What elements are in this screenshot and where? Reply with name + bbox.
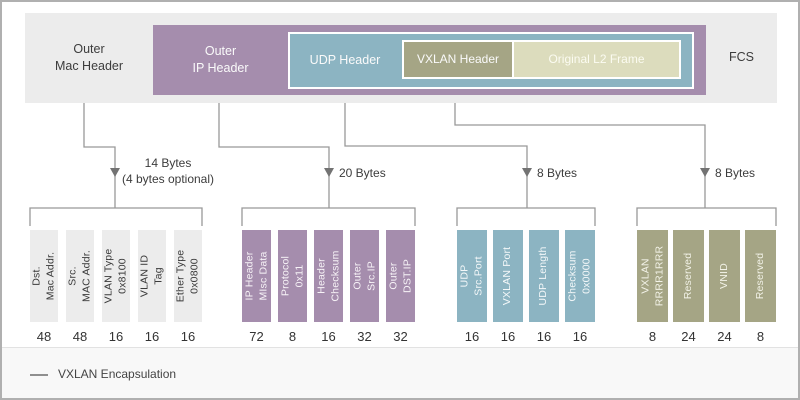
field-bits: 8 [288, 329, 297, 344]
field-bits: 72 [249, 329, 264, 344]
callout-mac-bytes: 14 Bytes (4 bytes optional) [121, 156, 215, 187]
field-bits: 16 [144, 329, 160, 344]
field-label: Outer Src.IP [350, 261, 377, 291]
field-label: VXLAN Port [501, 246, 514, 306]
field-box-vxlan-flags: VXLAN RRRR1RRR [637, 230, 668, 322]
vxlan-header-segment [402, 40, 514, 79]
field-bits: 16 [572, 329, 588, 344]
callout-ip-bytes: 20 Bytes [339, 166, 386, 180]
field-box-vlan-id: VLAN ID Tag [138, 230, 166, 322]
field-label: VLAN Type 0x8100 [102, 248, 128, 304]
field-box-header-checksum: Header Checksum [314, 230, 343, 322]
outer-ip-header-label: Outer IP Header [192, 43, 249, 76]
vxlan-header-label: VXLAN Header [416, 52, 500, 67]
arrow-down-icon [110, 168, 710, 177]
field-bits: 16 [500, 329, 516, 344]
field-bits: 48 [72, 329, 88, 344]
fcs-label: FCS [729, 50, 754, 65]
field-box-udp-src-port: UDP Src.Port [457, 230, 487, 322]
legend-divider [2, 347, 798, 348]
field-label: Outer DST.IP [386, 259, 413, 293]
field-box-udp-checksum: Checksum 0x0000 [565, 230, 595, 322]
field-label: Protocol 0x11 [278, 255, 305, 297]
legend-line-icon [30, 374, 48, 376]
field-label: VNID [717, 263, 730, 289]
field-label: Src. MAC Addr. [66, 250, 92, 302]
field-bits: 8 [648, 329, 657, 344]
field-label: IP Header MIsc Data [242, 251, 269, 301]
field-bits: 48 [36, 329, 52, 344]
field-box-outer-src-ip: Outer Src.IP [350, 230, 379, 322]
field-label: UDP Length [537, 246, 550, 306]
field-box-ether-type: Ether Type 0x0800 [174, 230, 202, 322]
field-label: Header Checksum [314, 250, 341, 302]
field-label: UDP Src.Port [458, 256, 484, 296]
outer-mac-header-label: Outer Mac Header [54, 41, 124, 74]
original-l2-frame-segment [512, 40, 681, 79]
field-box-dst-mac: Dst. Mac Addr. [30, 230, 58, 322]
field-box-reserved-1: Reserved [673, 230, 704, 322]
field-bits: 16 [464, 329, 480, 344]
field-bits: 16 [321, 329, 336, 344]
field-box-udp-length: UDP Length [529, 230, 559, 322]
field-bits: 16 [536, 329, 552, 344]
field-box-src-mac: Src. MAC Addr. [66, 230, 94, 322]
callout-vxlan-bytes: 8 Bytes [715, 166, 756, 180]
field-label: VLAN ID Tag [138, 254, 164, 298]
legend-area [2, 348, 798, 398]
field-box-vxlan-port: VXLAN Port [493, 230, 523, 322]
field-bits: 16 [108, 329, 124, 344]
field-label: Reserved [753, 252, 766, 300]
original-l2-frame-label: Original L2 Frame [548, 52, 645, 67]
legend-label: VXLAN Encapsulation [58, 367, 177, 381]
udp-header-label: UDP Header [309, 52, 381, 67]
field-box-protocol: Protocol 0x11 [278, 230, 307, 322]
callout-udp-bytes: 8 Bytes [537, 166, 578, 180]
field-bits: 24 [717, 329, 732, 344]
field-bits: 24 [681, 329, 696, 344]
field-bits: 32 [393, 329, 408, 344]
field-label: VXLAN RRRR1RRR [638, 245, 665, 307]
field-box-outer-dst-ip: Outer DST.IP [386, 230, 415, 322]
field-bits: 32 [357, 329, 372, 344]
field-box-vnid: VNID [709, 230, 740, 322]
field-label: Ether Type 0x0800 [174, 249, 200, 303]
field-box-reserved-2: Reserved [745, 230, 776, 322]
field-box-vlan-type: VLAN Type 0x8100 [102, 230, 130, 322]
field-bits: 8 [756, 329, 765, 344]
field-box-ip-misc: IP Header MIsc Data [242, 230, 271, 322]
field-label: Reserved [681, 252, 694, 300]
field-bits: 16 [180, 329, 196, 344]
field-label: Dst. Mac Addr. [30, 251, 56, 301]
field-label: Checksum 0x0000 [566, 250, 592, 302]
